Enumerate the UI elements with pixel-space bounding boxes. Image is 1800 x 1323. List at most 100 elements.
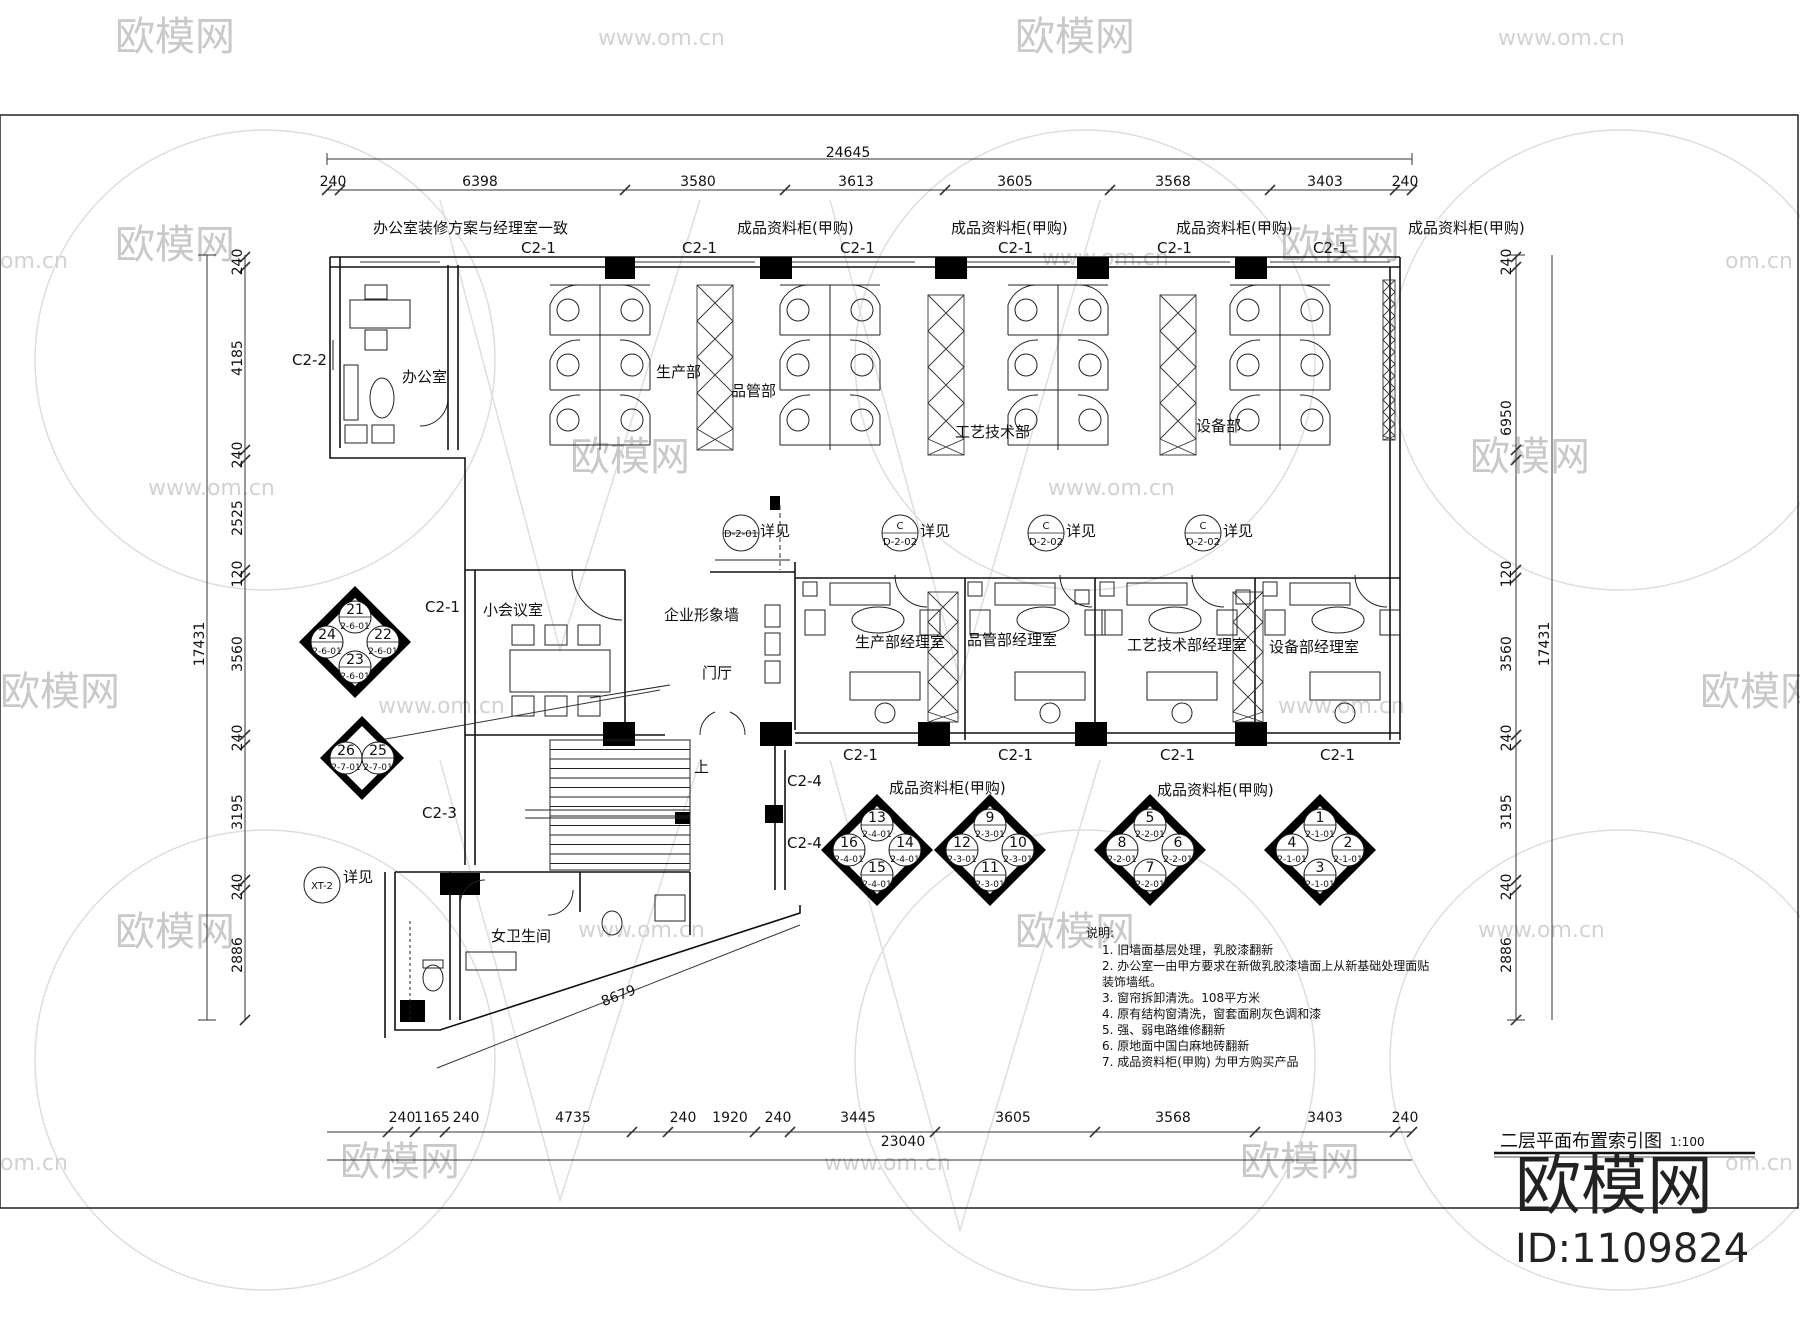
- mgr-2-sofa: [1126, 582, 1188, 606]
- cabinet-3-hatch-b-412: [1382, 411, 1396, 425]
- dim-bottom-4: 240: [670, 1110, 697, 1126]
- index-2-3-sub: 2-4-01: [862, 880, 891, 890]
- cabinet-4-hatch-b-622: [927, 621, 959, 653]
- mgr-2-plant: [1099, 581, 1115, 597]
- dim-tick-bottom-4: [662, 1126, 674, 1138]
- callout-d202-b-c: C: [1043, 521, 1050, 532]
- index-3-1-num: 12: [953, 835, 971, 851]
- dim-left-total: 17431: [192, 622, 208, 667]
- index-3-2-num: 10: [1009, 835, 1027, 851]
- dim-top-4: 3605: [997, 174, 1033, 190]
- cabinet-4-hatch-b-682: [927, 681, 959, 713]
- dim-left-9: 2886: [230, 937, 246, 973]
- dim-bottom-2: 240: [453, 1110, 480, 1126]
- watermark-site-short-1: om.cn: [1725, 249, 1793, 274]
- index-4-3-sub: 2-2-01: [1135, 880, 1164, 890]
- dim-top-6: 3403: [1307, 174, 1343, 190]
- cabinet-0-hatch-b-429: [696, 428, 734, 451]
- index-3-0-sub: 2-3-01: [975, 830, 1004, 840]
- room-female-wc: 女卫生间: [491, 927, 551, 945]
- column-1: [760, 257, 792, 279]
- callout-d201-word: 详见: [760, 522, 790, 540]
- cabinet-4-hatch-b-652: [927, 651, 959, 683]
- note-3: 3. 窗帘拆卸清洗。108平方米: [1102, 990, 1260, 1005]
- window-tags: C2-1 C2-1 C2-1 C2-1 C2-1 C2-1 C2-2 C2-1 …: [292, 239, 1355, 852]
- room-meeting: 小会议室: [483, 601, 543, 619]
- cabinet-2: [1159, 294, 1197, 456]
- dim-tick-top-1: [334, 184, 346, 196]
- dim-bottom-6: 240: [765, 1110, 792, 1126]
- watermark-brand-8: 欧模网: [340, 1139, 460, 1185]
- dim-tick-top-7: [1389, 184, 1401, 196]
- watermark-site-4: www.om.cn: [378, 694, 505, 719]
- callout-d202-a-c: C: [897, 521, 904, 532]
- tag-c24-2: C2-4: [787, 834, 822, 852]
- watermark-site-short-3: om.cn: [1725, 1151, 1793, 1176]
- mgr-3-sofa: [1289, 582, 1351, 606]
- drawing-scale: 1:100: [1670, 1135, 1705, 1149]
- dim-tick-left-9: [239, 884, 251, 896]
- brand-block: 欧模网 ID:1109824: [1515, 1147, 1749, 1272]
- callout-d202-b-code: D-2-02: [1029, 537, 1063, 548]
- ws-desk-left-3: [779, 284, 811, 335]
- ws-desk-left-8: [1007, 394, 1039, 445]
- index-5-1-num: 4: [1288, 835, 1297, 851]
- dim-diagonal: 8679: [599, 982, 638, 1010]
- ws-desk-left-10: [1229, 339, 1261, 390]
- ws-chair-right-5: [850, 408, 874, 432]
- ws-desk-right-10: [1299, 339, 1331, 390]
- cabinet-3-hatch-b-328: [1382, 327, 1396, 341]
- index-5-0-sub: 2-1-01: [1305, 830, 1334, 840]
- column-2: [935, 257, 967, 279]
- watermark-layer: [34, 129, 1800, 1291]
- dim-left-1: 4185: [230, 340, 246, 376]
- dim-bottom-8: 3605: [995, 1110, 1031, 1126]
- mgr-1-desk: [1014, 671, 1086, 701]
- dim-tick-left-4: [239, 564, 251, 576]
- dim-tick-bottom-2: [439, 1126, 451, 1138]
- index-4-0-num: 5: [1146, 810, 1155, 826]
- watermark-site-short-0: om.cn: [0, 249, 68, 274]
- watermark-brand-2: 欧模网: [570, 434, 690, 480]
- index-2-2-num: 14: [896, 835, 914, 851]
- dim-tick-left-2: [239, 444, 251, 456]
- dim-tick-right-2: [1510, 444, 1522, 456]
- dim-tick-left-7: [239, 739, 251, 751]
- dim-left-7: 3195: [230, 794, 246, 830]
- room-lobby: 门厅: [702, 664, 732, 682]
- callout-xt2-word: 详见: [343, 868, 373, 886]
- office-note: 办公室装修方案与经理室一致: [373, 219, 568, 237]
- cabinet-3-hatch-b-364: [1382, 363, 1396, 377]
- room-office: 办公室: [402, 368, 447, 386]
- column-11: [460, 873, 480, 895]
- dim-tick-right-1: [1510, 261, 1522, 273]
- dim-tick-bottom-0: [382, 1126, 394, 1138]
- cabinet-3-hatch-b-280: [1382, 279, 1396, 293]
- mgr-0-sofa: [829, 582, 891, 606]
- ws-desk-right-11: [1299, 394, 1331, 445]
- cabinet-5-hatch-b-682: [1232, 681, 1264, 713]
- dim-tick-bottom-5: [749, 1126, 761, 1138]
- dim-tick-top-6: [1264, 184, 1276, 196]
- dim-top-2: 3580: [680, 174, 716, 190]
- index-3-3-num: 11: [981, 860, 999, 876]
- index-0-2-num: 22: [374, 627, 392, 643]
- callout-d201: D-2-01 详见: [722, 514, 790, 552]
- mgr-0-desk: [849, 671, 921, 701]
- ws-desk-left-11: [1229, 394, 1261, 445]
- dim-tick-bottom-7: [929, 1126, 941, 1138]
- index-diamond-3-inner: [946, 806, 1034, 894]
- dim-tick-right-6: [1510, 729, 1522, 741]
- room-prod-mgr: 生产部经理室: [855, 633, 945, 651]
- cabinet-2-hatch-b-331: [1159, 330, 1197, 368]
- dim-tick-bottom-10: [1389, 1126, 1401, 1138]
- office-furniture: [332, 284, 449, 444]
- index-3-0-num: 9: [986, 810, 995, 826]
- watermark-site-short-2: om.cn: [0, 1151, 68, 1176]
- ws-desk-right-0: [619, 284, 651, 335]
- ws-chair-right-4: [850, 353, 874, 377]
- dim-tick-left-5: [239, 572, 251, 584]
- cabinet-1-hatch-b-331: [927, 330, 965, 368]
- index-4-0-sub: 2-2-01: [1135, 830, 1164, 840]
- dim-tick-right-10: [1510, 1014, 1522, 1026]
